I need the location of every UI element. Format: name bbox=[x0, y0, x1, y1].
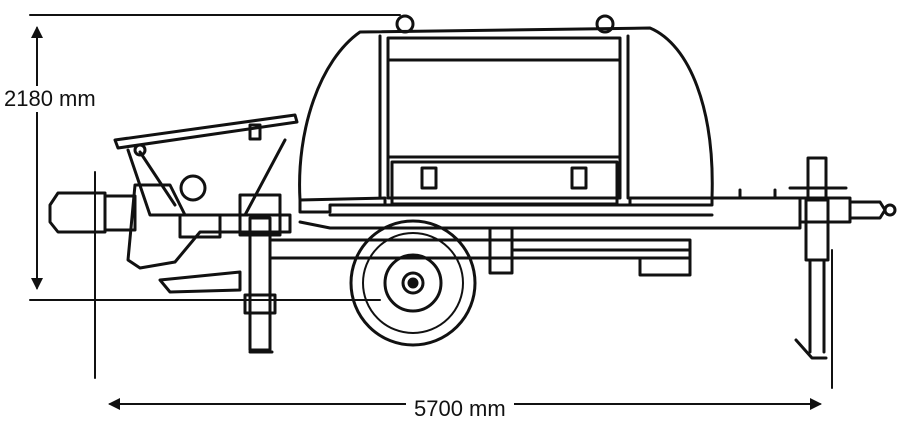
chassis-frame bbox=[268, 188, 802, 277]
jockey-jack bbox=[788, 156, 848, 360]
drawbar bbox=[798, 196, 897, 224]
width-dimension-label: 5700 mm bbox=[406, 396, 514, 422]
pump-outlet bbox=[48, 183, 292, 294]
wheel bbox=[349, 219, 477, 347]
rim bbox=[383, 253, 443, 313]
support-leg-front bbox=[243, 216, 277, 354]
hood-door-panel bbox=[386, 36, 622, 200]
hopper bbox=[113, 113, 299, 217]
latch-left bbox=[420, 166, 438, 190]
tire bbox=[349, 219, 477, 347]
height-dimension bbox=[29, 14, 401, 301]
lifting-eye-left bbox=[395, 14, 415, 34]
lifting-eye-right bbox=[595, 14, 615, 34]
engine-hood bbox=[298, 14, 714, 207]
height-dimension-label: 2180 mm bbox=[4, 86, 96, 112]
latch-right bbox=[570, 166, 588, 190]
hopper-gauge bbox=[179, 174, 207, 202]
